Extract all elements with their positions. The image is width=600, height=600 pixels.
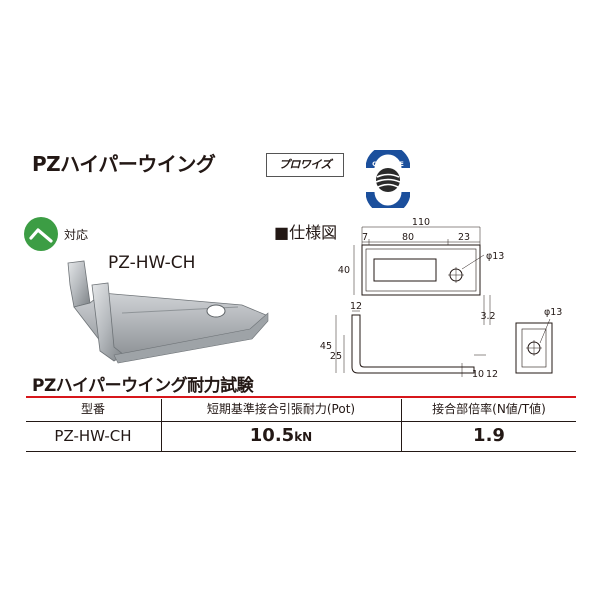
spec-heading: ■仕様図 <box>274 223 338 242</box>
col-divider <box>401 399 402 451</box>
test-title: PZハイパーウイング耐力試験 <box>32 376 254 396</box>
dim-3-2: 3.2 <box>480 311 495 322</box>
product-model-label: PZ-HW-CH <box>108 253 196 273</box>
header-model: 型番 <box>80 402 105 416</box>
strength-unit: kN <box>294 430 313 444</box>
dim-40: 40 <box>338 265 350 276</box>
brand-badge: プロワイズ <box>266 153 344 177</box>
product-photo <box>67 260 269 364</box>
header-ratio: 接合部倍率(N値/T値) <box>432 402 546 416</box>
dim-12-top: 12 <box>350 301 362 312</box>
chrome-text: CHROME <box>372 160 404 168</box>
row-divider <box>26 421 576 422</box>
chrome-free-logo: CHROME FREE <box>366 150 410 208</box>
dim-phi13-end: φ13 <box>544 307 562 318</box>
page-title: PZハイパーウイング <box>32 152 216 176</box>
dim-110: 110 <box>412 217 430 228</box>
cell-strength: 10.5kN <box>162 422 400 450</box>
red-rule <box>26 396 576 398</box>
dim-23: 23 <box>458 232 470 243</box>
compat-text: 対応 <box>64 228 89 242</box>
free-text: FREE <box>379 196 397 204</box>
cell-ratio: 1.9 <box>473 425 505 446</box>
dim-10: 10 <box>472 369 484 380</box>
dim-25: 25 <box>330 351 342 362</box>
dim-phi13-top: φ13 <box>486 251 504 262</box>
spec-drawing: 110 7 80 23 φ13 40 3.2 12 45 25 10 12 φ1… <box>320 217 562 380</box>
cell-model: PZ-HW-CH <box>54 427 132 445</box>
dim-45: 45 <box>320 341 332 352</box>
header-strength: 短期基準接合引張耐力(Pot) <box>206 402 356 416</box>
dim-80: 80 <box>402 232 414 243</box>
compat-badge <box>24 217 58 251</box>
dim-12-bottom: 12 <box>486 369 498 380</box>
strength-value: 10.5 <box>249 425 295 446</box>
col-divider <box>161 399 162 451</box>
dim-7: 7 <box>362 232 368 243</box>
table-bottom <box>26 451 576 452</box>
roof-he-icon <box>29 228 53 243</box>
